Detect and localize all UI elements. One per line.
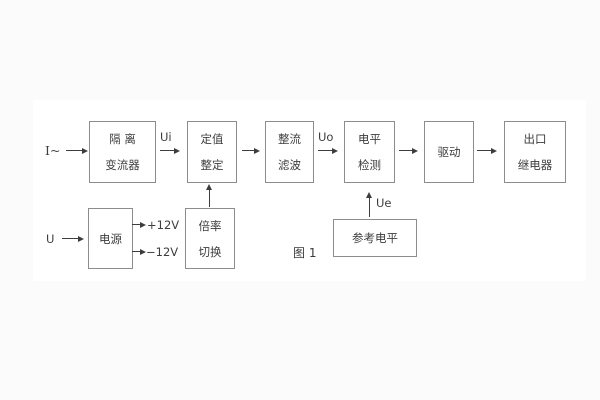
arrow-head — [491, 148, 497, 154]
arrow-line — [369, 198, 370, 217]
arrow-line — [132, 224, 141, 225]
block-isolation-transformer: 隔 离 变流器 — [89, 121, 156, 183]
block-rectifier-filter: 整流 滤波 — [265, 121, 314, 183]
label-ue: Ue — [376, 196, 392, 210]
arrow-head — [174, 148, 180, 154]
arrow-head — [366, 192, 372, 198]
label-minus-12v: −12V — [146, 245, 179, 259]
block-rectifier-line1: 整流 — [278, 132, 301, 146]
arrow-line — [62, 238, 79, 239]
arrow-head — [412, 148, 418, 154]
block-output-line1: 出口 — [523, 132, 547, 146]
arrow-line — [132, 251, 141, 252]
arrow-line — [242, 150, 255, 151]
block-ratio-line1: 倍率 — [198, 218, 222, 233]
label-ui: Ui — [160, 130, 172, 144]
block-drive-label: 驱动 — [437, 145, 461, 159]
arrow-line — [318, 150, 333, 151]
label-input-voltage: U — [46, 232, 55, 246]
block-level-line2: 检测 — [358, 158, 381, 172]
arrow-head — [332, 148, 338, 154]
block-isolation-line2: 变流器 — [105, 158, 140, 172]
block-isolation-line1: 隔 离 — [109, 132, 136, 146]
block-setting: 定值 整定 — [187, 121, 237, 183]
arrow-head — [78, 236, 84, 242]
block-drive: 驱动 — [424, 121, 474, 183]
block-reference-level: 参考电平 — [333, 219, 417, 257]
block-power: 电源 — [88, 208, 133, 269]
arrow-line — [66, 150, 83, 151]
block-power-label: 电源 — [99, 231, 122, 246]
arrow-head — [140, 249, 146, 255]
block-reference-label: 参考电平 — [352, 231, 398, 245]
arrow-head — [82, 148, 88, 154]
arrow-line — [477, 150, 492, 151]
block-output-relay: 出口 继电器 — [504, 121, 566, 183]
figure-caption: 图 1 — [293, 246, 317, 260]
block-setting-line1: 定值 — [200, 132, 224, 146]
block-rectifier-line2: 滤波 — [278, 158, 301, 172]
block-ratio-line2: 切换 — [198, 244, 222, 259]
arrow-line — [209, 190, 210, 207]
label-plus-12v: +12V — [147, 218, 180, 232]
label-uo: Uo — [318, 130, 334, 144]
arrow-line — [399, 150, 413, 151]
block-level-line1: 电平 — [358, 132, 381, 146]
arrow-head — [254, 148, 260, 154]
arrow-head — [140, 222, 146, 228]
block-ratio-switch: 倍率 切换 — [185, 208, 235, 269]
block-setting-line2: 整定 — [200, 158, 224, 172]
block-level-detect: 电平 检测 — [344, 121, 395, 183]
arrow-head — [206, 184, 212, 190]
arrow-line — [160, 150, 175, 151]
label-input-current: I~ — [45, 143, 61, 158]
block-output-line2: 继电器 — [517, 158, 553, 172]
